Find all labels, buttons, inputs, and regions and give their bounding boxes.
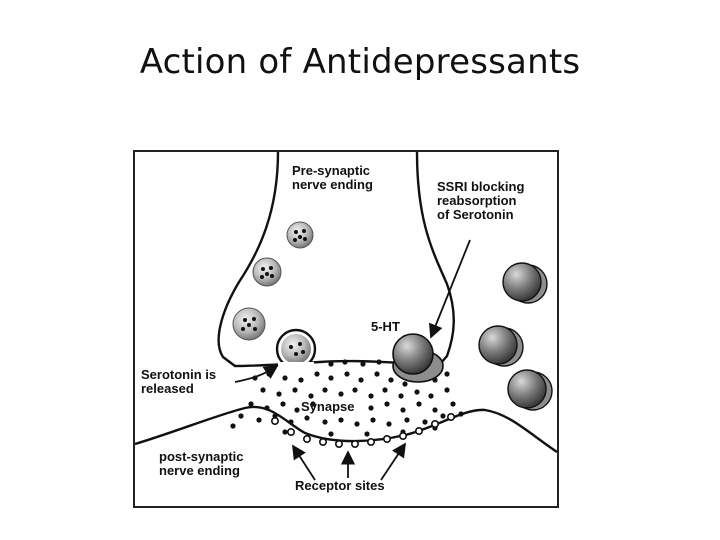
ssri-molecule [507,369,553,411]
receptor-arrow-left [292,444,316,481]
receptor-sites [271,412,455,448]
synapse-diagram: Pre-synaptic nerve ending SSRI blocking … [133,150,559,508]
receptor-arrow-right [380,442,406,481]
ssri-molecule [502,262,548,304]
postsynaptic-label: post-synaptic nerve ending [159,449,244,478]
vesicle [252,257,282,287]
vesicle [232,307,266,341]
ssri-molecule [478,325,524,367]
synapse-illustration [135,152,557,481]
serotonin-released-label: Serotonin is released [141,367,217,396]
synapse-label: Synapse [301,399,355,414]
ssri-molecule-reuptake [392,333,444,383]
presynaptic-label: Pre-synaptic nerve ending [292,163,373,192]
vesicle [286,221,314,249]
five-ht-label: 5-HT [371,319,400,334]
receptor-sites-label: Receptor sites [295,478,385,493]
released-arrow [234,365,279,383]
slide-title: Action of Antidepressants [139,42,581,82]
ssri-label: SSRI blocking reabsorption of Serotonin [437,179,525,222]
presynaptic-terminal [217,152,455,368]
ssri-arrow [429,239,471,339]
